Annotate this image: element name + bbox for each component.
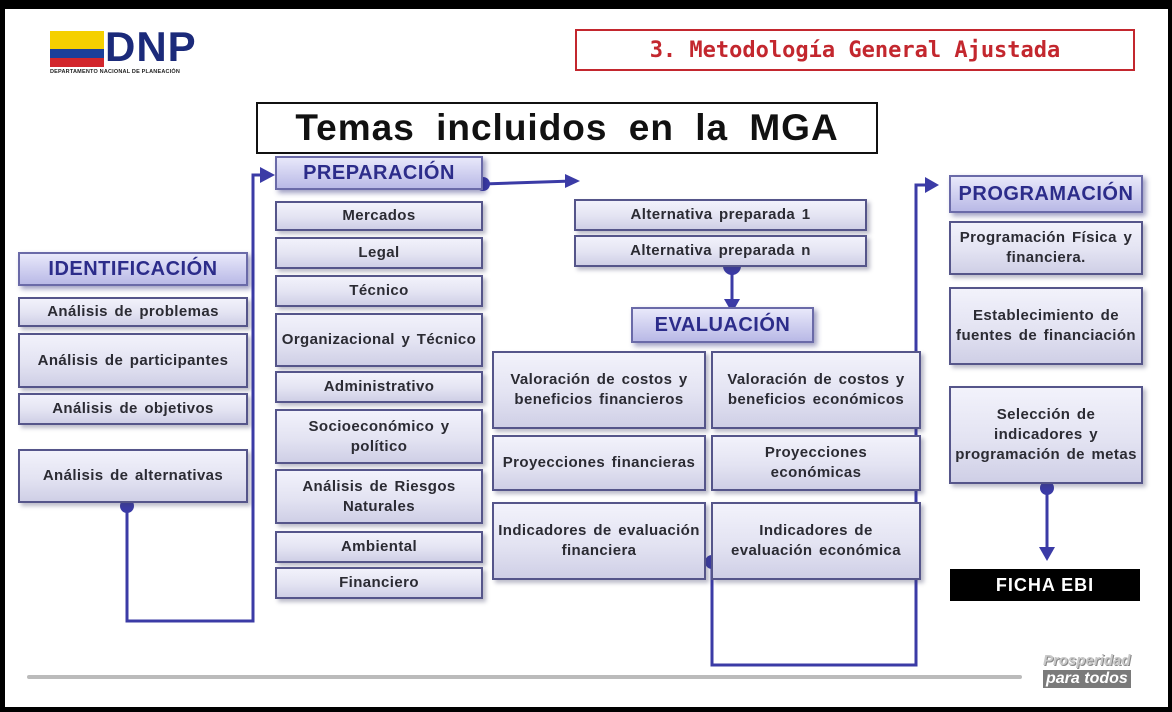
- arrowhead: [1039, 547, 1055, 561]
- arrowhead: [565, 174, 580, 188]
- connector-ident-prep: [125, 173, 267, 623]
- connector-prep-alt: [482, 179, 574, 186]
- programacion-header: PROGRAMACIÓN: [949, 175, 1143, 213]
- prep-item-riesgos: Análisis de Riesgos Naturales: [275, 469, 483, 524]
- footer-logo-line2: para todos: [1043, 670, 1131, 688]
- ident-item-participantes: Análisis de participantes: [18, 333, 248, 388]
- eval-proyecciones-financieras: Proyecciones financieras: [492, 435, 706, 491]
- ident-item-problemas: Análisis de problemas: [18, 297, 248, 327]
- prep-item-organizacional: Organizacional y Técnico: [275, 313, 483, 367]
- connector-eval-prog: [710, 183, 935, 667]
- eval-proyecciones-economicas: Proyecciones económicas: [711, 435, 921, 491]
- arrowhead: [724, 299, 740, 313]
- eval-valoracion-financiera: Valoración de costos y beneficios financ…: [492, 351, 706, 429]
- prep-item-legal: Legal: [275, 237, 483, 269]
- prog-item-financiacion: Establecimiento de fuentes de financiaci…: [949, 287, 1143, 365]
- alternativa-n: Alternativa preparada n: [574, 235, 867, 267]
- prep-item-financiero: Financiero: [275, 567, 483, 599]
- prosperidad-para-todos-logo: Prosperidad para todos: [1039, 649, 1149, 699]
- prep-item-socioeconomico: Socioeconómico y político: [275, 409, 483, 464]
- connector-dot: [1040, 481, 1054, 495]
- prep-item-ambiental: Ambiental: [275, 531, 483, 563]
- colombia-flag-icon: [50, 31, 104, 67]
- prep-item-tecnico: Técnico: [275, 275, 483, 307]
- dnp-logo: DNP: [105, 23, 197, 70]
- preparacion-header: PREPARACIÓN: [275, 156, 483, 190]
- slide: DNP DEPARTAMENTO NACIONAL DE PLANEACIÓN …: [5, 9, 1168, 707]
- main-title: Temas incluidos en la MGA: [256, 102, 878, 154]
- eval-indicadores-economica: Indicadores de evaluación económica: [711, 502, 921, 580]
- dnp-logo-subtitle: DEPARTAMENTO NACIONAL DE PLANEACIÓN: [50, 69, 181, 75]
- prep-item-administrativo: Administrativo: [275, 371, 483, 403]
- ident-item-alternativas: Análisis de alternativas: [18, 449, 248, 503]
- prep-item-mercados: Mercados: [275, 201, 483, 231]
- ficha-ebi: FICHA EBI: [950, 569, 1140, 601]
- arrowhead: [260, 167, 275, 183]
- evaluacion-header: EVALUACIÓN: [631, 307, 814, 343]
- arrowhead: [925, 177, 939, 193]
- alternativa-1: Alternativa preparada 1: [574, 199, 867, 231]
- footer-divider: [27, 675, 1022, 679]
- ident-item-objetivos: Análisis de objetivos: [18, 393, 248, 425]
- eval-indicadores-financiera: Indicadores de evaluación financiera: [492, 502, 706, 580]
- footer-logo-line1: Prosperidad: [1043, 652, 1131, 669]
- prog-item-indicadores: Selección de indicadores y programación …: [949, 386, 1143, 484]
- identificacion-header: IDENTIFICACIÓN: [18, 252, 248, 286]
- prog-item-programacion: Programación Física y financiera.: [949, 221, 1143, 275]
- section-title: 3. Metodología General Ajustada: [575, 29, 1135, 71]
- eval-valoracion-economica: Valoración de costos y beneficios económ…: [711, 351, 921, 429]
